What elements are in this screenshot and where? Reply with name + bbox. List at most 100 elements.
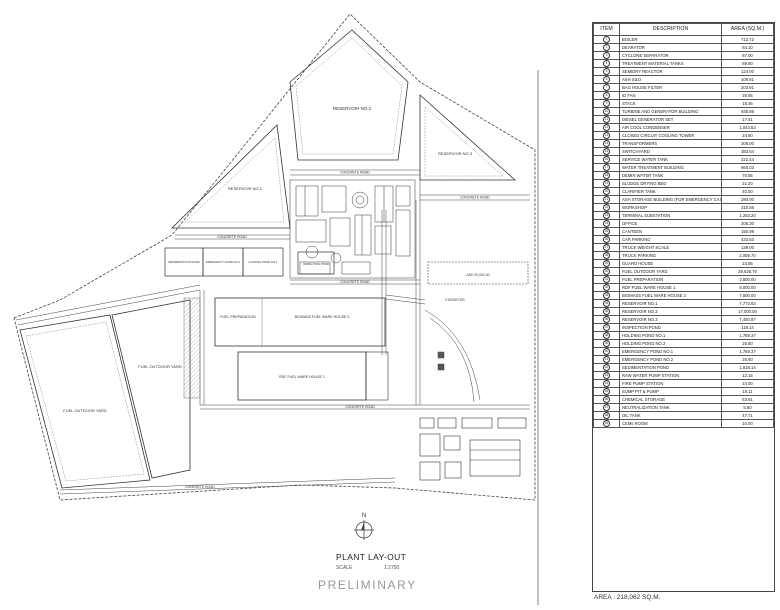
item-number-badge: 20 — [603, 188, 610, 195]
item-description: ASH SILO — [619, 75, 722, 84]
item-area: 17,000.00 — [721, 307, 774, 316]
item-number: 27 — [593, 243, 620, 252]
item-number-badge: 19 — [603, 180, 610, 187]
plant-layout-drawing: RESERVOIR NO.2 RESERVOIR NO.3 RESERVOIR … — [13, 13, 539, 605]
ponds — [164, 247, 335, 277]
item-number-badge: 3 — [603, 52, 610, 59]
item-area: 84.10 — [721, 43, 774, 52]
truck-area — [424, 309, 481, 403]
item-number-badge: 5 — [603, 68, 610, 75]
fuel-prep-label: FUEL PREPARATION — [220, 315, 256, 319]
item-number-badge: 48 — [603, 412, 610, 419]
item-number: 13 — [593, 131, 620, 140]
item-area: 203.91 — [721, 83, 774, 92]
item-number: 44 — [593, 379, 620, 388]
north-label: N — [362, 513, 366, 519]
item-area: 5.60 — [721, 403, 774, 412]
item-number: 3 — [593, 51, 620, 60]
emergency-label: EMERGENCY POND NO.1 — [206, 260, 241, 264]
item-number-badge: 7 — [603, 84, 610, 91]
item-area: 8,000.00 — [721, 283, 774, 292]
fuel-yard-mid-label: FUEL OUTDOOR YARD — [138, 364, 182, 369]
holding-label: HOLDING POND NO.1 — [249, 260, 278, 264]
item-number-badge: 22 — [603, 204, 610, 211]
item-area: 24.00 — [721, 379, 774, 388]
item-area: 1,044.53 — [721, 123, 774, 132]
item-description: CYCLONE SEPARATOR — [619, 51, 722, 60]
item-description: CEMs ROOM — [619, 419, 722, 428]
item-number-badge: 46 — [603, 396, 610, 403]
item-number: 18 — [593, 171, 620, 180]
item-number: 19 — [593, 179, 620, 188]
item-area: 1,818.14 — [721, 363, 774, 372]
item-description: TERMINAL SUBSTATION — [619, 211, 722, 220]
item-number: 9 — [593, 99, 620, 108]
item-number: 23 — [593, 211, 620, 220]
item-number: 47 — [593, 403, 620, 412]
fuel-outdoor-yard-left — [19, 314, 151, 489]
item-area: 1,769.37 — [721, 331, 774, 340]
item-number: 6 — [593, 75, 620, 84]
item-number: 29 — [593, 259, 620, 268]
item-number: 41 — [593, 355, 620, 364]
item-area: 89.80 — [721, 59, 774, 68]
rdf-house-label: RDF FUEL WARE HOUSE 1 — [279, 375, 325, 379]
item-description: CHEMICAL STORAGE — [619, 395, 722, 404]
item-number: 37 — [593, 323, 620, 332]
support-buildings — [419, 417, 527, 481]
road-label-3: CONCRETE ROAD — [217, 235, 247, 239]
item-area: 29.65 — [721, 91, 774, 100]
item-description: OIL TANK — [619, 411, 722, 420]
item-description: EMERGENCY POND NO.2 — [619, 355, 722, 364]
item-area: 2,059.70 — [721, 251, 774, 260]
item-area: 23.85 — [721, 259, 774, 268]
item-description: SERVICE WATER TANK — [619, 155, 722, 164]
item-number-badge: 39 — [603, 340, 610, 347]
item-number: 8 — [593, 91, 620, 100]
item-description: STACK — [619, 99, 722, 108]
item-number-badge: 43 — [603, 372, 610, 379]
item-number-badge: 6 — [603, 76, 610, 83]
item-description: ASH STORAGE BUILDING (FOR EMERGENCY CASE… — [619, 195, 722, 204]
item-description: HOLDING POND NO.2 — [619, 339, 722, 348]
item-description: OFFICE — [619, 219, 722, 228]
item-number: 10 — [593, 107, 620, 116]
item-number-badge: 36 — [603, 316, 610, 323]
item-number-badge: 17 — [603, 164, 610, 171]
road-label-1: CONCRETE ROAD — [340, 171, 370, 175]
item-number: 24 — [593, 219, 620, 228]
item-description: HOLDING POND NO.1 — [619, 331, 722, 340]
item-number: 7 — [593, 83, 620, 92]
biomass-house-label: BIOMASS FUEL WARE HOUSE 2 — [295, 315, 350, 319]
item-area: 25.60 — [721, 355, 774, 364]
item-area: 12.15 — [721, 371, 774, 380]
item-description: CAR PARKING — [619, 235, 722, 244]
item-area: 139.00 — [721, 243, 774, 252]
item-number: 25 — [593, 227, 620, 236]
item-number: 48 — [593, 411, 620, 420]
item-number: 5 — [593, 67, 620, 76]
item-description: RDF FUEL WARE HOUSE 1 — [619, 283, 722, 292]
item-number: 26 — [593, 235, 620, 244]
item-description: NEUTRALIZATION TANK — [619, 403, 722, 412]
item-description: BIOMASS FUEL WARE HOUSE 2 — [619, 291, 722, 300]
item-number-badge: 2 — [603, 44, 610, 51]
item-number-badge: 40 — [603, 348, 610, 355]
item-number-badge: 34 — [603, 300, 610, 307]
item-area: 660.03 — [721, 163, 774, 172]
item-number-badge: 45 — [603, 388, 610, 395]
